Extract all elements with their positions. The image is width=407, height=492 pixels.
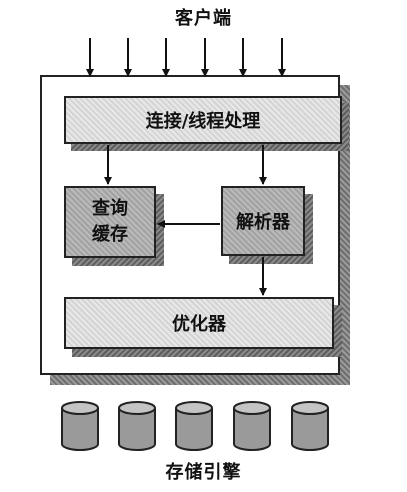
parser-label: 解析器 xyxy=(236,212,290,233)
storage-engine-cylinder-icon xyxy=(233,401,271,451)
storage-engine-cylinder-icon xyxy=(175,401,213,451)
storage-engine-cylinder-icon xyxy=(118,401,156,451)
parser-box: 解析器 xyxy=(221,186,305,256)
optimizer-label: 优化器 xyxy=(172,314,226,335)
query-cache-label-line2: 缓存 xyxy=(92,224,128,245)
connection-box: 连接/线程处理 xyxy=(64,96,342,144)
connection-label: 连接/线程处理 xyxy=(145,111,261,132)
storage-engine-cylinder-icon xyxy=(291,401,329,451)
storage-engine-cylinder-icon xyxy=(61,401,99,451)
query-cache-box: 查询 缓存 xyxy=(64,186,156,258)
query-cache-label-line1: 查询 xyxy=(92,198,128,219)
client-label: 客户端 xyxy=(175,8,232,29)
storage-engine-label: 存储引擎 xyxy=(165,462,242,483)
optimizer-box: 优化器 xyxy=(64,297,334,349)
